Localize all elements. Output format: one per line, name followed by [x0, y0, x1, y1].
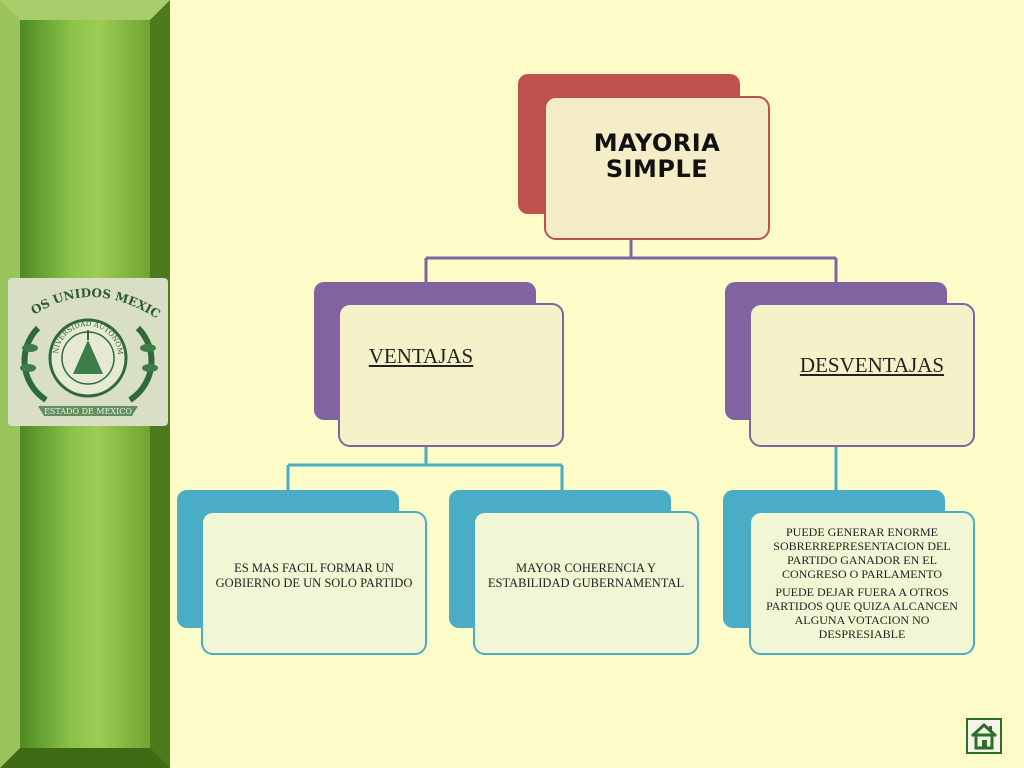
branch-label-desventajas: DESVENTAJAS: [799, 352, 945, 377]
home-button[interactable]: [966, 718, 1002, 754]
branch-label-ventajas: VENTAJAS: [368, 343, 474, 368]
root-node: MAYORIA SIMPLE: [518, 74, 770, 240]
seal-graphic: ESTADOS UNIDOS MEXICANOS UNIVERSIDAD AUT…: [2, 267, 163, 416]
branch-node-ventajas: VENTAJAS: [314, 282, 564, 447]
root-node-front: MAYORIA SIMPLE: [544, 96, 770, 240]
leaf-node-1: ES MAS FACIL FORMAR UN GOBIERNO DE UN SO…: [177, 490, 427, 655]
branch-node-ventajas-front: VENTAJAS: [338, 303, 564, 447]
root-title: MAYORIA SIMPLE: [593, 129, 721, 183]
branch-node-desventajas: DESVENTAJAS: [725, 282, 975, 447]
branch-node-desventajas-front: DESVENTAJAS: [749, 303, 975, 447]
leaf-text-1: ES MAS FACIL FORMAR UN GOBIERNO DE UN SO…: [215, 561, 413, 590]
university-seal-icon: ESTADOS UNIDOS MEXICANOS UNIVERSIDAD AUT…: [2, 267, 168, 426]
side-panel-frame: [0, 0, 170, 768]
leaf-node-3: PUEDE GENERAR ENORME SOBRERREPRESENTACIO…: [723, 490, 975, 655]
leaf-node-2-front: MAYOR COHERENCIA Y ESTABILIDAD GUBERNAME…: [473, 511, 699, 655]
leaf-node-2: MAYOR COHERENCIA Y ESTABILIDAD GUBERNAME…: [449, 490, 699, 655]
leaf-node-3-front: PUEDE GENERAR ENORME SOBRERREPRESENTACIO…: [749, 511, 975, 655]
leaf-text-3a: PUEDE GENERAR ENORME SOBRERREPRESENTACIO…: [773, 525, 951, 581]
home-icon: [970, 722, 998, 750]
leaf-text-3b: PUEDE DEJAR FUERA A OTROS PARTIDOS QUE Q…: [766, 585, 958, 641]
leaf-node-1-front: ES MAS FACIL FORMAR UN GOBIERNO DE UN SO…: [201, 511, 427, 655]
seal-bottom-text: ESTADO DE MEXICO: [44, 407, 132, 416]
leaf-text-2: MAYOR COHERENCIA Y ESTABILIDAD GUBERNAME…: [487, 561, 685, 590]
